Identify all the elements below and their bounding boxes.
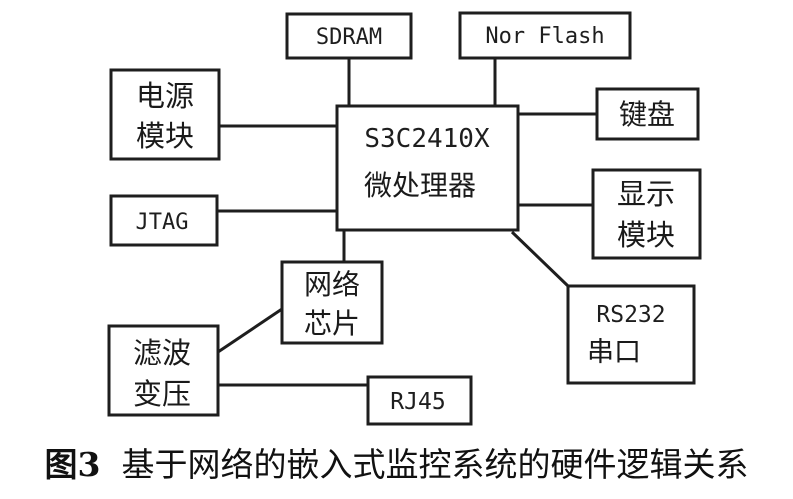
display-module-label-line2: 模块 [617, 218, 675, 252]
figure-number: 图3 [44, 445, 101, 484]
rs232-label-line1: RS232 [596, 302, 665, 328]
connector-cpu-rs232 [510, 230, 570, 288]
keyboard-box [595, 87, 700, 141]
jtag-box [109, 194, 219, 247]
rs232-box [566, 284, 696, 385]
network-chip-label-line1: 网络 [304, 268, 360, 301]
connector-network-filter [217, 307, 283, 354]
sdram-label: SDRAM [316, 25, 382, 50]
cpu-box [335, 104, 520, 232]
filter-transformer-box [107, 324, 220, 417]
filter-transformer-label-line2: 变压 [133, 377, 191, 411]
nor-flash-box [458, 11, 632, 60]
rs232-label-line2: 串口 [587, 337, 641, 368]
cpu-label-line2: 微处理器 [364, 169, 476, 202]
power-module-label-line2: 模块 [136, 119, 194, 153]
power-module-box [109, 68, 221, 161]
network-chip-label-line2: 芯片 [304, 307, 360, 340]
rj45-box [366, 375, 473, 426]
network-chip-box [280, 260, 384, 345]
figure-caption-text: 基于网络的嵌入式监控系统的硬件逻辑关系 [121, 445, 749, 484]
filter-transformer-label-line1: 滤波 [133, 336, 191, 370]
sdram-box [285, 12, 413, 60]
cpu-label-line1: S3C2410X [364, 124, 490, 154]
rj45-label: RJ45 [390, 389, 445, 415]
display-module-label-line1: 显示 [617, 177, 675, 211]
nor-flash-label: Nor Flash [485, 24, 604, 49]
jtag-label: JTAG [136, 210, 189, 235]
display-module-box [591, 168, 702, 260]
keyboard-label: 键盘 [619, 98, 675, 131]
figure-caption: 图3 基于网络的嵌入式监控系统的硬件逻辑关系 [0, 440, 793, 490]
power-module-label-line1: 电源 [136, 79, 194, 113]
